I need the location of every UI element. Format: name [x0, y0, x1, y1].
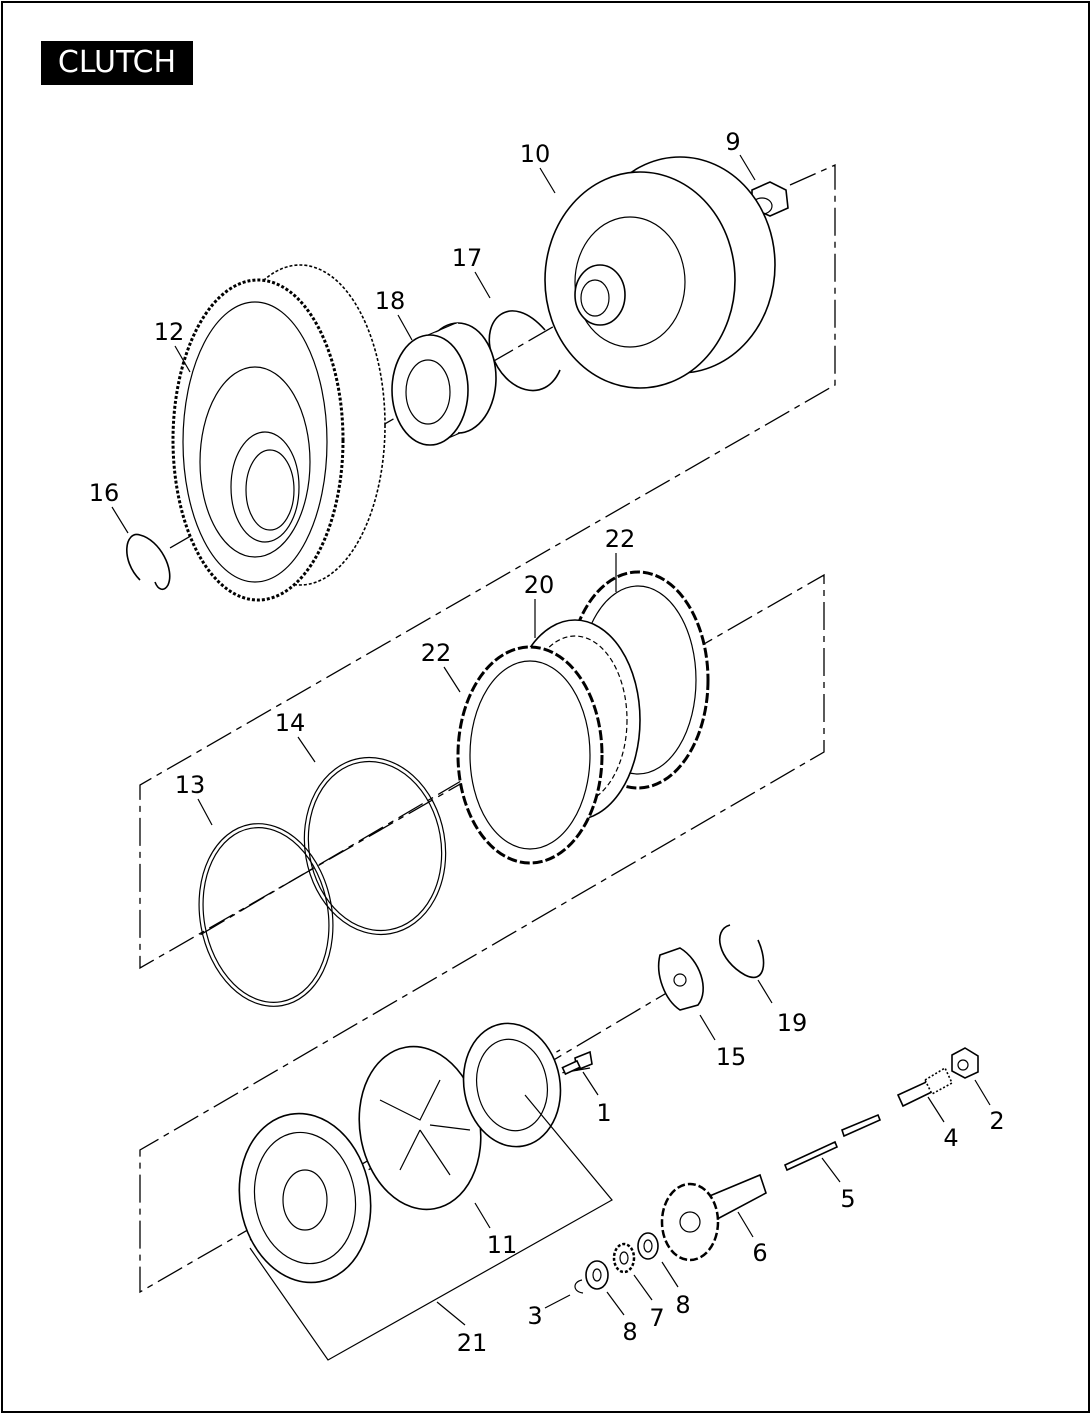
- part-21-pressure-plate: [238, 1112, 372, 1284]
- part-19-retaining-ring: [719, 924, 765, 978]
- callout-12: 12: [154, 318, 185, 346]
- part-1-screw: [561, 1050, 593, 1076]
- callout-4: 4: [943, 1124, 958, 1152]
- callout-21: 21: [457, 1329, 488, 1357]
- callout-14: 14: [275, 709, 306, 737]
- callout-leader-lines: [111, 154, 991, 1361]
- callout-15: 15: [716, 1043, 747, 1071]
- part-16-snap-ring: [126, 533, 171, 591]
- callout-7: 7: [649, 1304, 664, 1332]
- callout-5: 5: [840, 1185, 855, 1213]
- callout-8-right: 8: [675, 1291, 690, 1319]
- callout-2: 2: [989, 1107, 1004, 1135]
- callout-11: 11: [487, 1231, 518, 1259]
- part-13-o-ring: [198, 823, 334, 1007]
- part-10-clutch-hub: [544, 156, 776, 389]
- part-21-spring-plate: [462, 1022, 562, 1148]
- callout-8-left: 8: [622, 1318, 637, 1346]
- part-22-friction-plate-front: [456, 645, 604, 865]
- callout-17: 17: [452, 244, 483, 272]
- callout-9: 9: [725, 128, 740, 156]
- part-4-adjusting-screw: [896, 1066, 954, 1108]
- diagram-title: CLUTCH: [41, 41, 193, 85]
- callout-19: 19: [777, 1009, 808, 1037]
- part-6-release-ramp: [660, 1173, 767, 1262]
- part-17-retaining-ring: [488, 310, 561, 392]
- part-18-bearing: [391, 322, 497, 446]
- part-15-adjusting-plate: [657, 947, 704, 1011]
- callout-16: 16: [89, 479, 120, 507]
- part-5-push-rod: [783, 1113, 882, 1172]
- callout-3: 3: [527, 1302, 542, 1330]
- part-2-locknut: [951, 1047, 979, 1079]
- part-8-washer-right: [637, 1232, 659, 1260]
- part-3-retaining-ring: [574, 1279, 584, 1294]
- part-14-spring-seat: [303, 756, 447, 936]
- part-7-thrust-bearing: [612, 1242, 636, 1274]
- part-12-clutch-shell: [171, 264, 386, 602]
- callout-22-front: 22: [421, 639, 452, 667]
- callout-18: 18: [375, 287, 406, 315]
- callout-1: 1: [596, 1099, 611, 1127]
- callout-20: 20: [524, 571, 555, 599]
- callout-22-rear: 22: [605, 525, 636, 553]
- callout-10: 10: [520, 140, 551, 168]
- callout-13: 13: [175, 771, 206, 799]
- callout-6: 6: [752, 1239, 767, 1267]
- part-8-washer-left: [585, 1260, 609, 1290]
